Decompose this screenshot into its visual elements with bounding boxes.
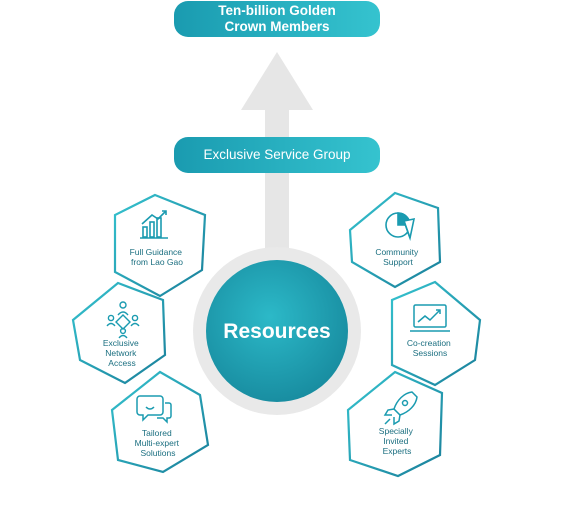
node-label-line: Exclusive	[103, 338, 139, 348]
node-label: Full Guidance from Lao Gao	[130, 247, 185, 267]
pie-chart-icon	[385, 212, 416, 241]
arrow-shaft	[265, 100, 289, 260]
node-label-line: Multi-expert	[135, 438, 180, 448]
node-label-line: Support	[383, 257, 413, 267]
node-label-line: Network	[105, 348, 137, 358]
node-label-line: Co-creation	[407, 338, 451, 348]
monitor-chart-icon	[410, 304, 450, 332]
node-label-line: Sessions	[413, 348, 448, 358]
node-community-support: Community Support	[348, 191, 442, 289]
node-label: Exclusive Network Access	[103, 338, 141, 368]
node-invited-experts: Specially Invited Experts	[346, 370, 444, 478]
bar-chart-growth-icon	[140, 210, 168, 239]
node-label-line: Specially	[379, 426, 414, 436]
service-group-label: Exclusive Service Group	[203, 147, 351, 162]
node-label: Co-creation Sessions	[407, 338, 453, 358]
node-full-guidance: Full Guidance from Lao Gao	[113, 193, 207, 298]
top-goal-line2: Crown Members	[224, 19, 330, 34]
hexagon-frame	[113, 193, 207, 298]
rocket-icon	[383, 391, 418, 426]
node-tailored-solutions: Tailored Multi-expert Solutions	[110, 370, 210, 474]
node-label: Community Support	[375, 247, 420, 267]
core-node: Resources	[193, 247, 361, 415]
node-label-line: Solutions	[141, 448, 176, 458]
hexagon-frame	[110, 370, 210, 474]
node-label-line: Invited	[383, 436, 408, 446]
hexagon-frame	[348, 191, 442, 289]
node-label-line: Community	[375, 247, 419, 257]
node-label-line: Tailored	[142, 428, 172, 438]
node-label: Tailored Multi-expert Solutions	[135, 428, 182, 458]
chat-bubble-smile-icon	[136, 395, 172, 424]
node-label-line: Access	[108, 358, 135, 368]
node-co-creation: Co-creation Sessions	[390, 280, 482, 387]
node-label-line: Experts	[383, 446, 412, 456]
arrow-head	[241, 52, 313, 110]
hexagon-frame	[390, 280, 482, 387]
node-label-line: from Lao Gao	[131, 257, 183, 267]
node-label: Specially Invited Experts	[379, 426, 415, 456]
network-people-icon	[106, 301, 140, 339]
node-exclusive-network: Exclusive Network Access	[71, 281, 167, 385]
top-goal-box: Ten-billion Golden Crown Members	[174, 1, 380, 37]
top-goal-line1: Ten-billion Golden	[218, 3, 336, 18]
node-label-line: Full Guidance	[130, 247, 183, 257]
core-circle	[206, 260, 348, 402]
hexagon-frame	[71, 281, 167, 385]
service-group-box: Exclusive Service Group	[174, 137, 380, 173]
core-label: Resources	[223, 320, 330, 343]
up-arrow	[241, 52, 313, 260]
